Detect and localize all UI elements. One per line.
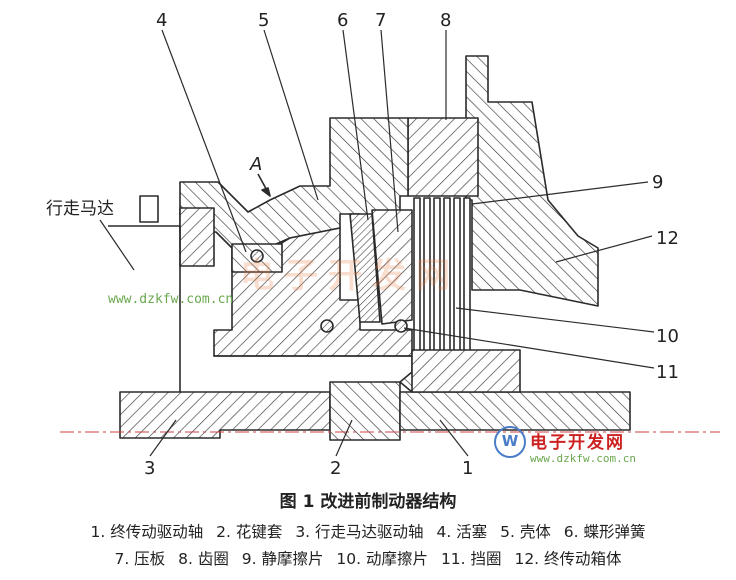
part-label-5: 5 (258, 10, 269, 31)
leader-4 (161, 29, 247, 253)
view-label-a: A (249, 154, 262, 175)
legend-item: 6. 蝶形弹簧 (563, 523, 646, 541)
travel-motor-drive-shaft-3 (119, 391, 331, 439)
legend-row-2: 7. 压板 8. 齿圈 9. 静摩擦片 10. 动摩擦片 11. 挡圈 12. … (0, 547, 736, 569)
part-label-2: 2 (330, 458, 341, 479)
leader-5 (263, 29, 319, 201)
leader-11 (403, 327, 655, 369)
legend-item: 7. 压板 (114, 550, 166, 568)
legend-item: 1. 终传动驱动轴 (90, 523, 204, 541)
pressure-plate-7 (371, 209, 413, 325)
view-arrow-a-head (261, 187, 271, 197)
watermark-logo-icon: W (494, 426, 526, 458)
legend-item: 2. 花键套 (216, 523, 283, 541)
part-label-10: 10 (656, 326, 679, 347)
ring-gear-8 (407, 117, 479, 197)
legend-item: 9. 静摩擦片 (241, 550, 324, 568)
leader-1 (439, 419, 469, 457)
figure-title: 图 1 改进前制动器结构 (279, 492, 457, 512)
watermark-url-right: www.dzkfw.com.cn (530, 452, 636, 465)
legend-item: 5. 壳体 (500, 523, 551, 541)
part-label-4: 4 (156, 10, 167, 31)
part-label-8: 8 (440, 10, 451, 31)
o-ring-seal-left (250, 249, 264, 263)
motor-label: 行走马达 (46, 199, 114, 219)
leader-3 (149, 419, 177, 457)
leader-2 (335, 419, 353, 457)
watermark-url-left: www.dzkfw.com.cn (108, 292, 234, 307)
legend-item: 8. 齿圈 (178, 550, 229, 568)
motor-bolt (139, 195, 159, 223)
belleville-spring-6 (349, 213, 381, 323)
part-label-6: 6 (337, 10, 348, 31)
part-label-11: 11 (656, 362, 679, 383)
leader-7 (380, 29, 399, 233)
legend-item: 12. 终传动箱体 (514, 550, 622, 568)
legend-item: 3. 行走马达驱动轴 (295, 523, 424, 541)
leader-9 (471, 181, 649, 205)
part-label-9: 9 (652, 172, 663, 193)
leader-10 (455, 307, 655, 333)
part-label-7: 7 (375, 10, 386, 31)
part-label-1: 1 (462, 458, 473, 479)
leader-12 (555, 235, 653, 263)
part-label-12: 12 (656, 228, 679, 249)
watermark-brand: 电子开发网 (530, 433, 625, 453)
legend-item: 11. 挡圈 (440, 550, 502, 568)
leader-motor (99, 219, 135, 271)
legend-row-1: 1. 终传动驱动轴 2. 花键套 3. 行走马达驱动轴 4. 活塞 5. 壳体 … (0, 520, 736, 542)
legend-item: 10. 动摩擦片 (336, 550, 428, 568)
background-watermark: 电子开发网 (240, 256, 460, 296)
travel-motor-outline (108, 225, 181, 392)
leader-6 (342, 29, 369, 221)
part-label-3: 3 (144, 458, 155, 479)
final-drive-housing-12 (465, 55, 599, 307)
final-drive-drive-shaft-1 (399, 391, 631, 431)
motor-housing-block (179, 207, 215, 267)
o-ring-seal-mid (320, 319, 334, 333)
legend-item: 4. 活塞 (436, 523, 488, 541)
o-ring-seal-right (394, 319, 408, 333)
retaining-ring-11 (411, 349, 521, 393)
